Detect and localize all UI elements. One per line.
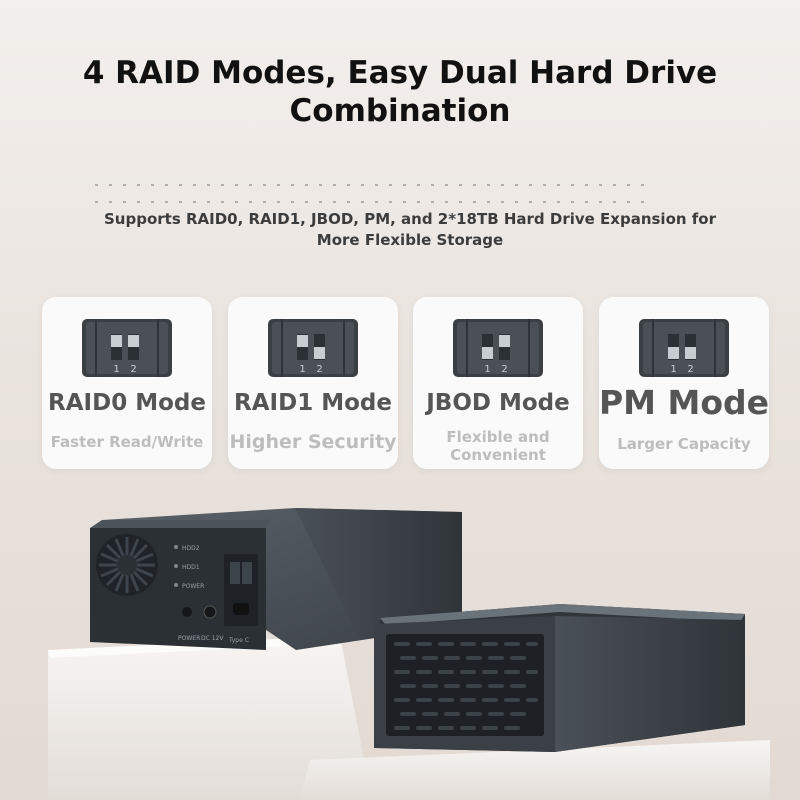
led-label-hdd1: HDD1	[182, 564, 200, 571]
mode-title: JBOD Mode	[426, 390, 570, 416]
pedestal-left	[48, 636, 372, 800]
mode-description: Larger Capacity	[617, 435, 751, 453]
faded-text-line	[95, 201, 655, 203]
page-title-line-1: 4 RAID Modes, Easy Dual Hard Drive	[82, 55, 718, 91]
enclosure-front	[374, 604, 745, 752]
dc-port-icon	[203, 605, 217, 619]
dip-switch-icon: 1 2	[453, 319, 543, 377]
dip-switch-icon: 1 2	[82, 319, 172, 377]
switch-label-2: 2	[501, 364, 507, 375]
mode-title: RAID1 Mode	[234, 390, 392, 416]
mode-title: RAID0 Mode	[48, 390, 206, 416]
mode-description-line-1: Flexible and	[446, 428, 550, 446]
port-label-dc: DC 12V	[201, 635, 224, 642]
page-subtitle-line-2: More Flexible Storage	[316, 231, 504, 249]
product-illustration: HDD2 HDD1 POWER POWER DC 12V Type C	[48, 508, 770, 800]
mode-card-jbod: 1 2 JBOD Mode Flexible and Convenient	[413, 297, 583, 469]
page-title: 4 RAID Modes, Easy Dual Hard Drive Combi…	[0, 54, 800, 130]
led-label-power: POWER	[182, 583, 204, 590]
switch-label-2: 2	[130, 364, 136, 375]
dip-switch-icon: 1 2	[268, 319, 358, 377]
page-title-line-2: Combination	[289, 93, 511, 129]
pedestal-right	[300, 740, 770, 800]
switch-label-1: 1	[113, 364, 119, 375]
dip-switch-icon: 1 2	[639, 319, 729, 377]
enclosure-rear: HDD2 HDD1 POWER POWER DC 12V Type C	[90, 508, 462, 650]
page-subtitle: Supports RAID0, RAID1, JBOD, PM, and 2*1…	[100, 209, 720, 251]
led-indicator	[174, 564, 178, 568]
led-indicator	[174, 545, 178, 549]
mode-title: PM Mode	[599, 383, 770, 422]
port-label-typec: Type C	[228, 637, 249, 644]
faded-text-line	[95, 184, 655, 186]
switch-label-2: 2	[687, 364, 693, 375]
mode-card-raid0: 1 2 RAID0 Mode Faster Read/Write	[42, 297, 212, 469]
fan-vent-icon	[96, 534, 158, 596]
rear-dip-switch	[224, 554, 258, 626]
switch-label-1: 1	[670, 364, 676, 375]
switch-label-1: 1	[299, 364, 305, 375]
mode-card-raid1: 1 2 RAID1 Mode Higher Security	[228, 297, 398, 469]
mode-description-line-2: Convenient	[450, 446, 546, 464]
mode-description: Higher Security	[229, 431, 397, 453]
switch-label-2: 2	[316, 364, 322, 375]
power-button-icon	[182, 607, 192, 617]
led-label-hdd2: HDD2	[182, 545, 200, 552]
mode-description: Faster Read/Write	[50, 433, 204, 451]
port-label-power: POWER	[178, 635, 200, 642]
mode-card-pm: 1 2 PM Mode Larger Capacity	[599, 297, 769, 469]
switch-label-1: 1	[484, 364, 490, 375]
page-subtitle-line-1: Supports RAID0, RAID1, JBOD, PM, and 2*1…	[103, 210, 717, 228]
led-indicator	[174, 583, 178, 587]
